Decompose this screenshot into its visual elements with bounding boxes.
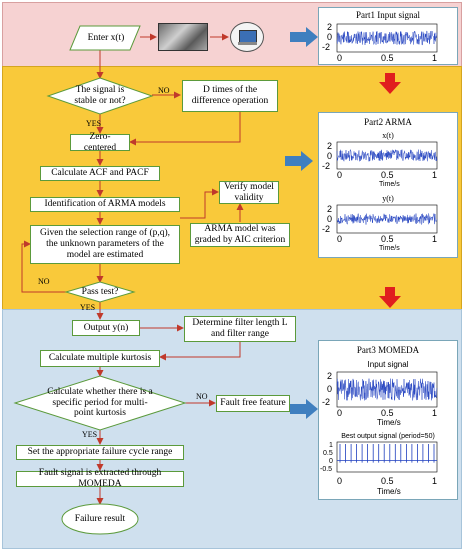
pass-test-text: Pass test? [81, 286, 119, 297]
period-decision-text: Calculate whether there is a specific pe… [47, 386, 153, 419]
p2a-time-label: Time/s [379, 181, 400, 188]
cycle-range-box: Set the appropriate failure cycle range [16, 445, 184, 460]
filter-length-box: Determine filter length L and filter ran… [184, 316, 296, 342]
p1-xtick-half: 0.5 [381, 53, 394, 63]
part1-panel-title: Part1 Input signal [356, 10, 420, 20]
failure-result-oval [61, 503, 139, 535]
p3b-xtick-half: 0.5 [381, 476, 394, 486]
p3a-ytick-mid: 0 [327, 384, 333, 394]
arrow-difference-back [129, 112, 241, 146]
p2b-ytick-mid: 0 [327, 214, 333, 224]
pass-test-diamond [64, 281, 136, 303]
zero-centered-box: Zero-centered [70, 132, 130, 153]
difference-operation-box: D times of the difference operation [182, 80, 278, 112]
p2a-ytick-top: 2 [327, 141, 333, 151]
p3a-time-label: Time/s [377, 418, 401, 427]
p3b-time-label: Time/s [377, 487, 401, 496]
p3-output-signal-trace [337, 444, 437, 463]
yes-label-period: YES [82, 430, 98, 439]
no-label-stable: NO [158, 86, 170, 95]
blue-arrow-part3 [290, 399, 318, 419]
p2-yt-signal-trace [337, 212, 438, 225]
fault-free-box: Fault free feature [216, 395, 290, 412]
part3-sub2-title: Best output signal (period=50) [341, 433, 435, 440]
p3b-ytick-05: 0.5 [323, 450, 333, 457]
p2b-xtick-1: 1 [432, 234, 438, 244]
p3-output-axes [336, 441, 438, 473]
momeda-extract-box: Fault signal is extracted through MOMEDA [16, 468, 184, 489]
p2-yt-axes [336, 204, 438, 234]
part2-arma-panel: Part2 ARMA x(t) 2 0 -2 0 0.5 1 Time/s y(… [318, 112, 458, 258]
arrow-pass-no-loop [21, 240, 68, 293]
no-label-pass: NO [38, 277, 50, 286]
p2a-xtick-half: 0.5 [381, 170, 394, 180]
p2b-xtick-0: 0 [337, 234, 343, 244]
red-arrow-down-2 [379, 287, 401, 308]
p2a-xtick-1: 1 [432, 170, 438, 180]
p2b-ytick-bot: -2 [322, 224, 331, 234]
yes-label-stable: YES [86, 119, 102, 128]
p3-input-signal-trace [336, 378, 438, 401]
part3-panel-title: Part3 MOMEDA [356, 345, 420, 355]
blue-arrow-part2 [285, 151, 313, 171]
output-box: Output y(n) [72, 320, 140, 336]
red-arrow-down-1 [379, 73, 401, 94]
p1-xtick-1: 1 [432, 53, 438, 63]
no-label-period: NO [196, 392, 208, 401]
p1-signal-trace [336, 30, 438, 46]
enter-signal-label: Enter x(t) [87, 32, 125, 43]
stable-decision-diamond [46, 77, 154, 115]
period-decision-diamond [13, 375, 187, 431]
part3-sub1-title: Input signal [367, 360, 409, 369]
p3a-ytick-top: 2 [327, 371, 333, 381]
part2-panel-title: Part2 ARMA [364, 117, 412, 127]
arrow-filter-to-kurtosis [159, 342, 241, 361]
p3a-ytick-bot: -2 [322, 397, 331, 407]
p3b-ytick-1: 1 [329, 442, 333, 449]
acf-pacf-box: Calculate ACF and PACF [40, 166, 160, 181]
enter-parallelogram [69, 25, 141, 51]
blue-arrow-part1 [290, 27, 318, 47]
p2b-ytick-top: 2 [327, 204, 333, 214]
kurtosis-box: Calculate multiple kurtosis [40, 350, 160, 367]
p2b-xtick-half: 0.5 [381, 234, 394, 244]
p1-ytick-top: 2 [327, 22, 333, 32]
part2-sub2-title: y(t) [382, 194, 394, 203]
p1-xtick-0: 0 [337, 53, 343, 63]
p1-ytick-bot: -2 [322, 42, 331, 52]
p3a-xtick-half: 0.5 [381, 408, 394, 418]
p2a-xtick-0: 0 [337, 170, 343, 180]
p3b-ytick-m05: -0.5 [320, 466, 333, 473]
yes-label-pass: YES [80, 303, 96, 312]
part3-momeda-panel: Part3 MOMEDA Input signal 2 0 -2 0 0.5 1… [318, 340, 458, 500]
machine-photo-icon [158, 23, 208, 51]
arrow-estimate-to-verify [180, 188, 219, 219]
p2b-time-label: Time/s [379, 245, 400, 252]
aic-criterion-box: ARMA model was graded by AIC criterion [190, 223, 290, 247]
computer-icon [230, 22, 264, 52]
p3a-xtick-1: 1 [432, 408, 438, 418]
p2a-ytick-bot: -2 [322, 161, 331, 171]
p3-input-axes [336, 371, 438, 408]
failure-result-text: Failure result [74, 513, 126, 524]
stable-decision-text: The signal is stable or not? [74, 85, 126, 106]
p3b-ytick-0: 0 [329, 458, 333, 465]
estimation-box: Given the selection range of (p,q), the … [30, 225, 180, 264]
p1-ytick-mid: 0 [327, 32, 333, 42]
p3b-xtick-1: 1 [432, 476, 438, 486]
identification-box: Identification of ARMA models [30, 197, 180, 212]
p2-xt-signal-trace [336, 148, 438, 162]
p2a-ytick-mid: 0 [327, 151, 333, 161]
p3a-xtick-0: 0 [337, 408, 343, 418]
p3b-xtick-0: 0 [337, 476, 343, 486]
p1-axes [336, 23, 438, 53]
part2-sub1-title: x(t) [382, 131, 394, 140]
verify-model-box: Verify model validity [219, 181, 279, 204]
